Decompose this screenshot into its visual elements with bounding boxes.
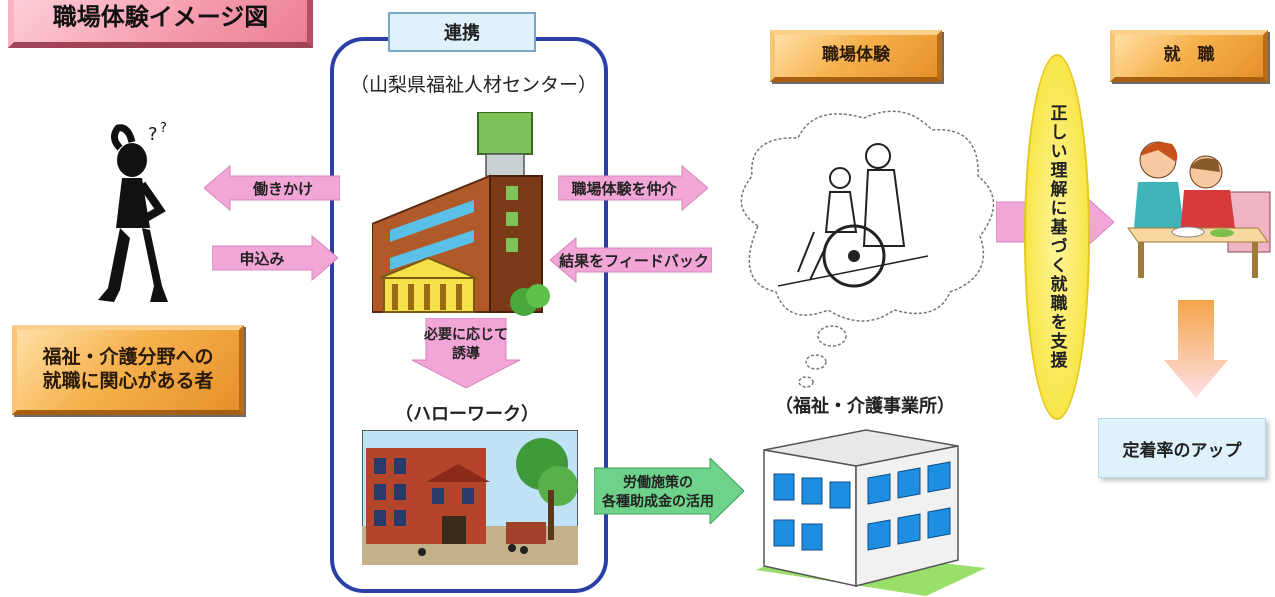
label-chukai: 職場体験を仲介 [571, 179, 677, 198]
thought-cloud-caregiver-illustration [740, 110, 995, 388]
family-meal-illustration [1127, 141, 1271, 278]
title-text: 職場体験イメージ図 [52, 3, 269, 31]
label-josei-line2: 各種助成金の活用 [602, 493, 714, 510]
arrow-yudo [412, 318, 520, 388]
label-josei-line1: 労働施策の [623, 475, 693, 491]
hellowork-label-text: （ハローワーク） [395, 404, 539, 425]
thinking-person-illustration: ? ? [98, 121, 168, 302]
label-yudo-line2: 誘導 [452, 345, 480, 362]
title-banner: 職場体験イメージ図 [8, 0, 313, 48]
shushoku-box: 就 職 [1110, 30, 1268, 82]
support-ellipse: 正しい理解に基づく就職を支援 [1024, 54, 1090, 420]
applicant-box: 福祉・介護分野への 就職に関心がある者 [12, 325, 244, 415]
label-yudo: 必要に応じて 誘導 [410, 326, 522, 364]
shokuba-taiken-text: 職場体験 [822, 45, 890, 66]
shushoku-text: 就 職 [1163, 45, 1215, 66]
applicant-line1: 福祉・介護分野への [42, 346, 214, 369]
teichaku-text: 定着率のアップ [1122, 440, 1242, 461]
label-hatarakikake: 働きかけ [252, 179, 313, 198]
support-vertical-text: 正しい理解に基づく就職を支援 [1046, 104, 1067, 370]
teichaku-box: 定着率のアップ [1098, 418, 1266, 478]
arrow-feedback [550, 236, 712, 284]
svg-text:?: ? [148, 124, 158, 145]
center-label: （山梨県福祉人材センター） [346, 70, 601, 97]
renkei-text: 連携 [444, 23, 480, 44]
arrow-down-gradient [1164, 300, 1228, 398]
label-josei: 労働施策の 各種助成金の活用 [596, 474, 720, 512]
hellowork-building-illustration [362, 430, 578, 565]
arrow-josei [594, 458, 744, 524]
care-facility-building-illustration [756, 429, 986, 596]
facility-label-text: （福祉・介護事業所） [775, 396, 955, 417]
arrow-chukai [558, 164, 708, 212]
label-moushikomi: 申込み [239, 249, 285, 268]
welfare-center-building-illustration [372, 112, 550, 316]
hellowork-label: （ハローワーク） [362, 400, 572, 426]
arrow-moushikomi [212, 234, 338, 282]
label-feedback: 結果をフィードバック [559, 251, 709, 270]
renkei-tab: 連携 [388, 12, 536, 52]
svg-text:?: ? [160, 121, 167, 136]
facility-label: （福祉・介護事業所） [750, 392, 980, 418]
applicant-line2: 就職に関心がある者 [42, 370, 214, 392]
label-yudo-line1: 必要に応じて [424, 327, 508, 343]
arrow-hatarakikake [204, 164, 340, 212]
shokuba-taiken-box: 職場体験 [770, 30, 942, 82]
center-label-text: （山梨県福祉人材センター） [349, 74, 597, 96]
